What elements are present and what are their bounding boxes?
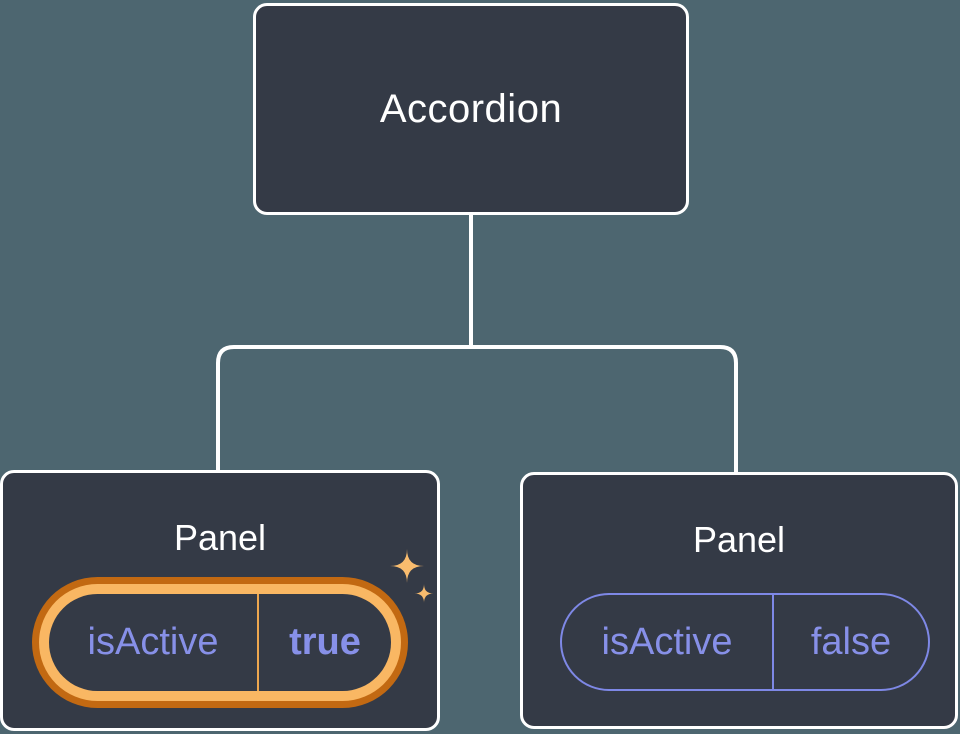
panel-label: Panel	[173, 517, 267, 558]
panel-node-active: Panel isActive true	[0, 470, 440, 731]
state-pill-core: isActive true	[49, 594, 391, 691]
accordion-node: Accordion	[253, 3, 689, 215]
state-value-label: true	[289, 621, 361, 663]
connector-branch	[216, 345, 738, 472]
sparkles-icon	[390, 549, 434, 603]
state-key-label: isActive	[87, 621, 219, 663]
state-key-label: isActive	[601, 620, 733, 663]
pill-divider	[772, 595, 774, 689]
panel-node-inactive: Panel isActive false	[520, 472, 958, 729]
state-value-label: false	[810, 620, 892, 663]
state-pill-active: isActive true	[32, 577, 408, 708]
state-pill-gold-ring: isActive true	[39, 584, 401, 701]
pill-divider	[257, 594, 259, 691]
accordion-label: Accordion	[379, 86, 563, 131]
state-pill-inactive: isActive false	[560, 593, 930, 691]
panel-label: Panel	[692, 519, 786, 560]
